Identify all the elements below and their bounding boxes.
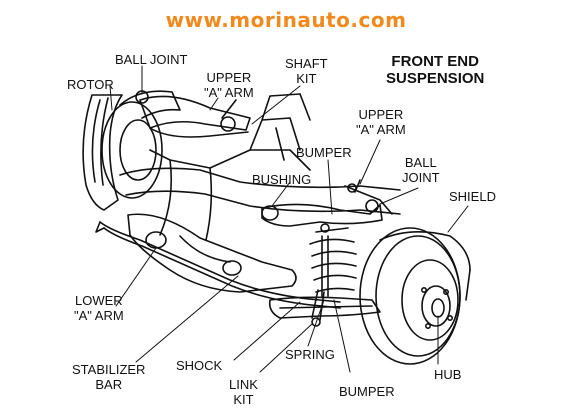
right-upper-a-arm-drawing: [261, 179, 393, 227]
label-lower-a-arm: LOWER "A" ARM: [74, 293, 124, 323]
label-bushing: BUSHING: [252, 172, 312, 187]
site-url: www.morinauto.com: [165, 8, 407, 32]
label-ball-joint-left: BALL JOINT: [115, 52, 188, 67]
label-rotor: ROTOR: [67, 77, 114, 92]
label-upper-a-arm-left: UPPER "A" ARM: [204, 70, 254, 100]
stabilizer-bar-drawing: [95, 221, 341, 309]
label-bumper-lower: BUMPER: [339, 384, 395, 399]
label-shock: SHOCK: [176, 358, 223, 373]
label-link-kit: LINK KIT: [229, 377, 258, 407]
left-lower-a-arm-drawing: [127, 213, 297, 293]
label-spring: SPRING: [285, 347, 335, 362]
spring-and-shock-drawing: [309, 223, 357, 327]
label-ball-joint-right: BALL JOINT: [402, 155, 440, 185]
right-rotor-drawing: [359, 227, 471, 365]
label-upper-a-arm-right: UPPER "A" ARM: [356, 107, 406, 137]
left-rotor-drawing: [82, 90, 181, 211]
label-stabilizer-bar: STABILIZER BAR: [72, 362, 146, 392]
diagram-title: FRONT END SUSPENSION: [386, 53, 485, 87]
label-shield: SHIELD: [449, 189, 496, 204]
right-lower-a-arm-drawing: [268, 296, 381, 319]
label-shaft-kit: SHAFT KIT: [285, 56, 328, 86]
label-bumper-upper: BUMPER: [296, 145, 352, 160]
label-hub: HUB: [434, 367, 462, 382]
leader-lines: [109, 65, 469, 373]
frame-crossmember-drawing: [119, 93, 401, 241]
